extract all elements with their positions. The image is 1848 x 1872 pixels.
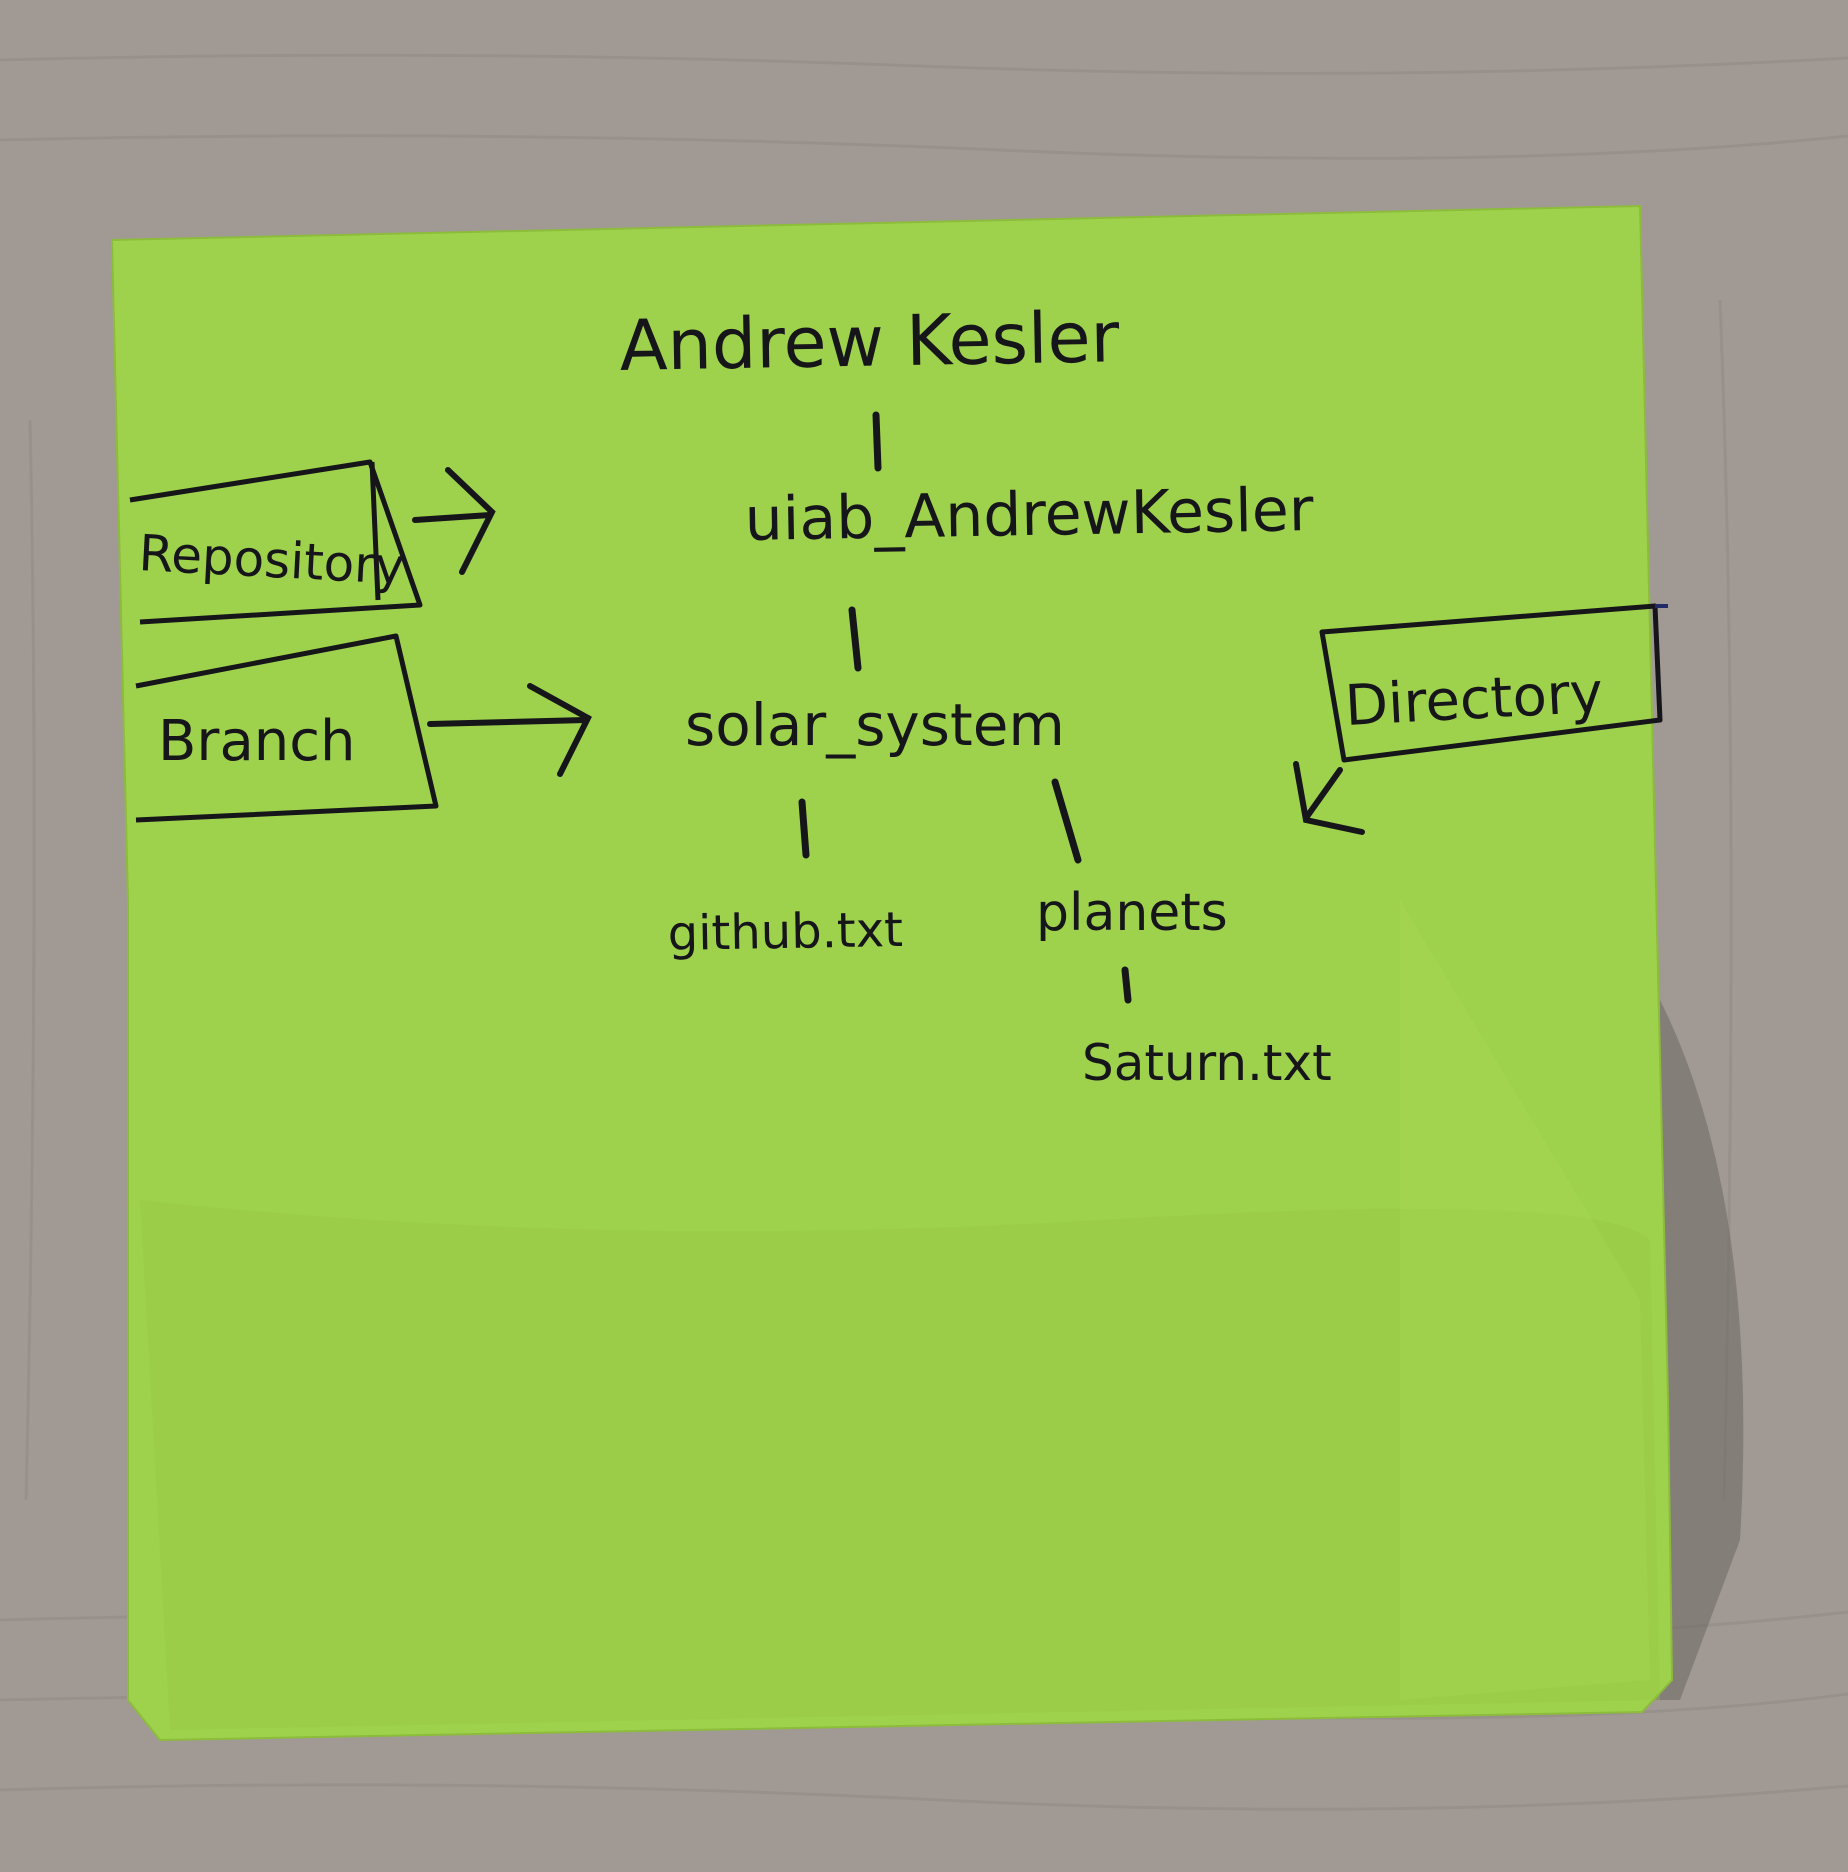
edge-planets-saturn [1121,966,1132,1004]
node-file-saturn: Saturn.txt [1082,1034,1332,1092]
directory-label: Directory [1343,661,1604,739]
branch-label: Branch [158,709,356,774]
directory-label-box [1319,603,1663,763]
edge-owner-repository [872,411,882,472]
repository-label: Repository [137,524,406,596]
branch-label-box [135,633,439,823]
directory-arrow [1293,761,1365,835]
repository-label-box [129,459,423,625]
edge-repository-branch [848,606,862,672]
repository-arrow [412,467,496,575]
edge-branch-planets [1051,778,1082,864]
node-owner: Andrew Kesler [619,296,1120,387]
branch-arrow [427,683,592,777]
edge-branch-github [798,798,810,859]
node-file-github: github.txt [667,902,903,962]
node-repository: uiab_AndrewKesler [744,475,1314,555]
node-branch: solar_system [685,691,1065,759]
node-folder-planets: planets [1036,883,1228,943]
